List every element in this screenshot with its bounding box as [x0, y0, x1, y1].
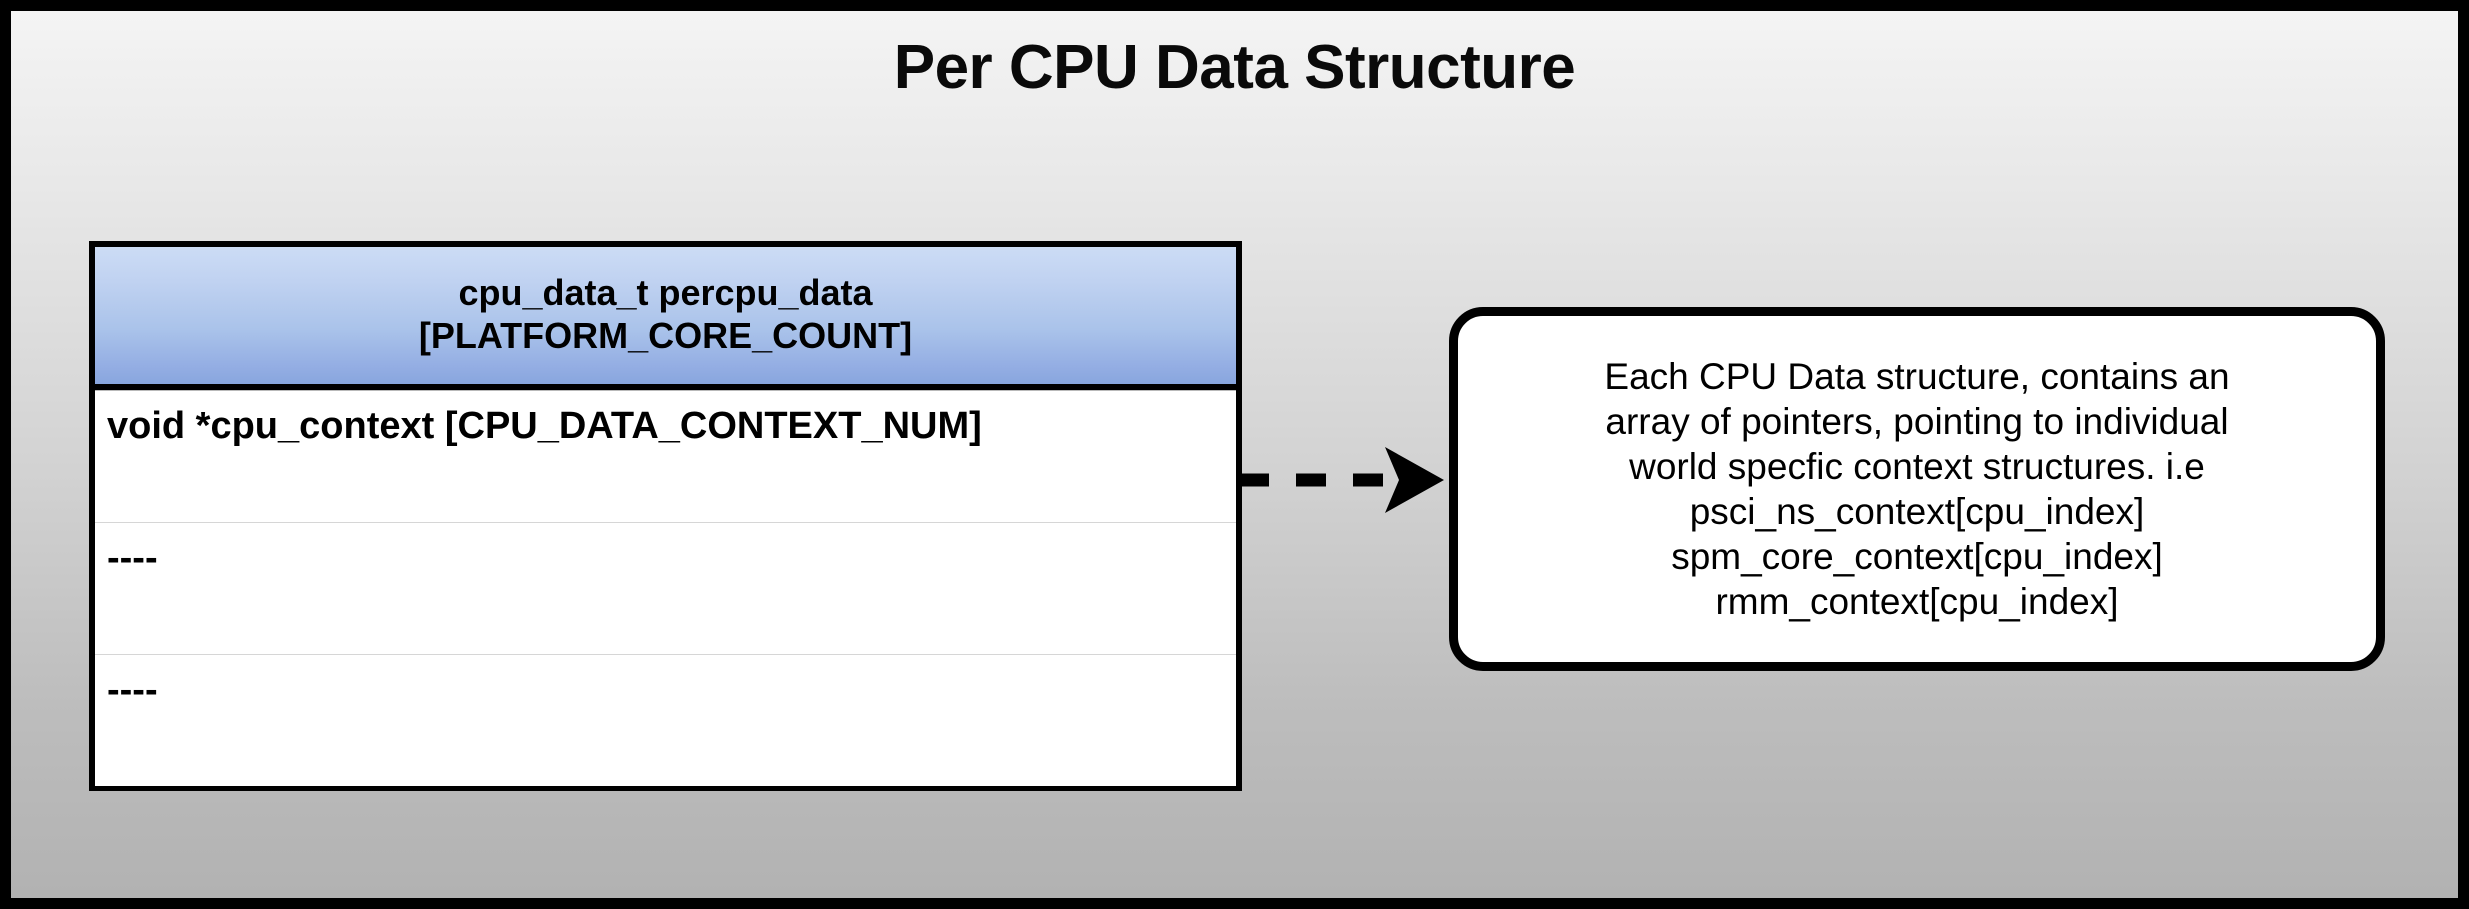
struct-field-row: ---- — [95, 522, 1236, 654]
callout-box: Each CPU Data structure, contains an arr… — [1449, 307, 2385, 671]
callout-line: psci_ns_context[cpu_index] — [1689, 491, 2145, 532]
callout-text: Each CPU Data structure, contains an arr… — [1586, 354, 2247, 625]
struct-field-list: void *cpu_context [CPU_DATA_CONTEXT_NUM]… — [95, 390, 1236, 786]
struct-header: cpu_data_t percpu_data [PLATFORM_CORE_CO… — [95, 247, 1236, 390]
dashed-arrow-icon — [1239, 447, 1444, 513]
dashed-arrow-connector — [1239, 439, 1449, 523]
percpu-data-struct-box: cpu_data_t percpu_data [PLATFORM_CORE_CO… — [89, 241, 1242, 791]
callout-line: world specfic context structures. i.e — [1629, 445, 2205, 487]
struct-header-line-1: cpu_data_t percpu_data — [458, 272, 873, 314]
struct-field-row: void *cpu_context [CPU_DATA_CONTEXT_NUM] — [95, 390, 1236, 522]
page-title: Per CPU Data Structure — [893, 33, 1576, 102]
callout-line: Each CPU Data structure, contains an — [1604, 355, 2230, 397]
callout-line: rmm_context[cpu_index] — [1715, 581, 2119, 623]
struct-header-line-2: [PLATFORM_CORE_COUNT] — [418, 314, 913, 356]
callout-line: spm_core_context[cpu_index] — [1671, 536, 2163, 578]
callout-line: array of pointers, pointing to individua… — [1605, 400, 2229, 442]
struct-field-row: ---- — [95, 654, 1236, 786]
